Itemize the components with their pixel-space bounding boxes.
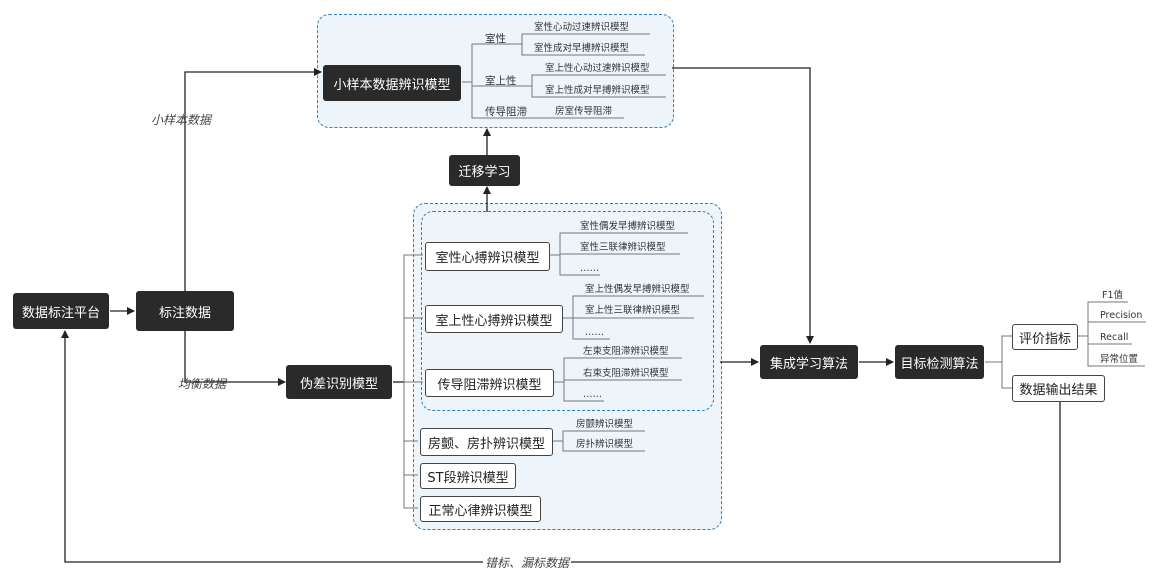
transfer-learning-node: 迁移学习: [449, 155, 520, 186]
leaf-label: ……: [585, 327, 604, 338]
data-output-node: 数据输出结果: [1012, 375, 1105, 402]
leaf-label: 房室传导阻滞: [555, 106, 613, 117]
artifact-child-6: 正常心律辨识模型: [420, 496, 541, 522]
metric-precision: Precision: [1100, 310, 1143, 321]
group-label-supraventricular: 室上性: [485, 75, 517, 87]
leaf-label: 室性偶发早搏辨识模型: [580, 221, 676, 232]
artifact-child-4: 房颤、房扑辨识模型: [420, 428, 553, 456]
group-label-ventricular: 室性: [485, 33, 506, 45]
leaf-label: ……: [580, 263, 599, 274]
leaf-label: 房扑辨识模型: [576, 439, 634, 450]
metric-f1: F1值: [1102, 290, 1124, 301]
labeled-data-node: 标注数据: [136, 291, 234, 331]
leaf-label: 右束支阻滞辨识模型: [583, 368, 669, 379]
leaf-label: 室上性三联律辨识模型: [585, 305, 681, 316]
leaf-label: 房颤辨识模型: [576, 419, 634, 430]
leaf-label: 室性心动过速辨识模型: [534, 22, 630, 33]
leaf-label: 室上性偶发早搏辨识模型: [585, 284, 690, 295]
leaf-label: 室性三联律辨识模型: [580, 242, 666, 253]
artifact-group-inner: [421, 211, 714, 411]
group-label-conduction: 传导阻滞: [485, 106, 527, 118]
edge-label-small-sample: 小样本数据: [151, 113, 212, 127]
leaf-label: 室上性心动过速辨识模型: [545, 63, 650, 74]
leaf-label: 室上性成对早搏辨识模型: [545, 85, 650, 96]
leaf-label: ……: [583, 389, 602, 400]
artifact-child-1: 室性心搏辨识模型: [425, 242, 550, 271]
artifact-model-node: 伪差识别模型: [286, 365, 392, 399]
artifact-child-2: 室上性心搏辨识模型: [425, 305, 563, 333]
ensemble-learning-node: 集成学习算法: [760, 345, 858, 379]
edge-label-balanced: 均衡数据: [178, 377, 227, 391]
metric-anomaly-position: 异常位置: [1100, 354, 1139, 365]
artifact-child-5: ST段辨识模型: [420, 463, 516, 489]
edge-label-feedback: 错标、漏标数据: [483, 554, 572, 571]
annotation-platform-node: 数据标注平台: [13, 293, 109, 329]
metric-recall: Recall: [1100, 332, 1129, 343]
leaf-label: 左束支阻滞辨识模型: [583, 346, 669, 357]
small-sample-model-node: 小样本数据辨识模型: [323, 65, 461, 101]
artifact-child-3: 传导阻滞辨识模型: [425, 369, 554, 397]
eval-metrics-node: 评价指标: [1012, 324, 1078, 350]
target-detection-node: 目标检测算法: [895, 345, 984, 379]
leaf-label: 室性成对早搏辨识模型: [534, 43, 630, 54]
